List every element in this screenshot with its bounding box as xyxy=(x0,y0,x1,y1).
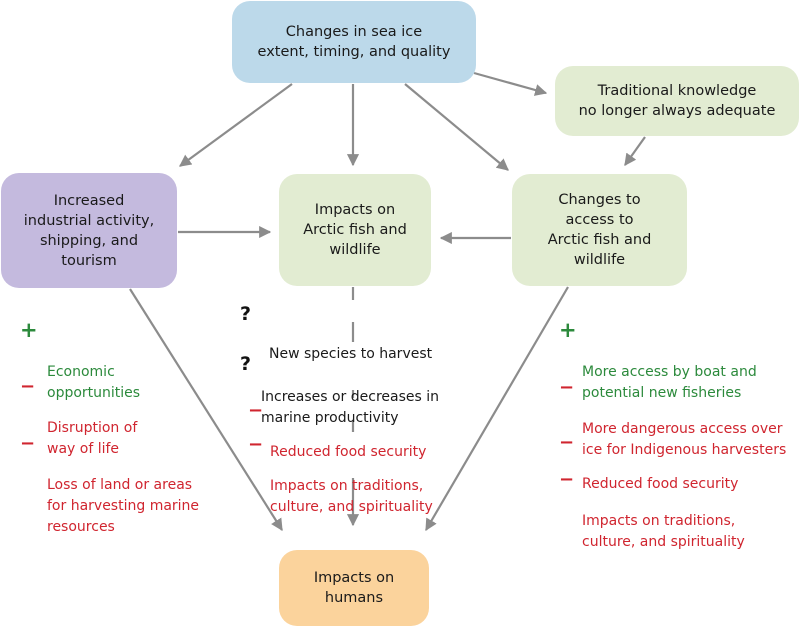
left-effect-2: − Disruption of way of life xyxy=(20,376,190,481)
arrow-traditional-to-access xyxy=(624,136,646,166)
arrow-sea-to-traditional xyxy=(473,71,548,96)
question-icon: ? xyxy=(240,303,252,325)
effect-text: Reduced food security xyxy=(582,476,739,492)
plus-icon: + xyxy=(20,318,38,342)
node-industrial-activity: Increased industrial activity, shipping,… xyxy=(1,173,177,288)
minus-icon: − xyxy=(559,469,575,490)
minus-icon: − xyxy=(20,376,36,397)
right-effect-4: − Impacts on traditions, culture, and sp… xyxy=(559,469,799,574)
effect-text: Disruption of way of life xyxy=(47,420,138,457)
node-sea-ice-changes: Changes in sea ice extent, timing, and q… xyxy=(232,1,476,83)
node-impacts-humans: Impacts on humans xyxy=(279,550,429,626)
middle-effect-1: ? New species to harvest xyxy=(240,302,460,386)
minus-icon: − xyxy=(20,433,36,454)
middle-effect-4: − Impacts on traditions, culture, and sp… xyxy=(248,434,458,539)
left-effect-3: − Loss of land or areas for harvesting m… xyxy=(20,433,210,559)
effect-text: More access by boat and potential new fi… xyxy=(582,364,757,401)
effect-text: Impacts on traditions, culture, and spir… xyxy=(270,478,433,515)
arrow-industrial-to-humans xyxy=(129,288,283,532)
arrow-sea-to-access xyxy=(404,83,509,171)
minus-icon: − xyxy=(559,377,575,398)
middle-effect-2: ? Increases or decreases in marine produ… xyxy=(240,345,460,450)
node-access-changes: Changes to access to Arctic fish and wil… xyxy=(512,174,687,286)
node-impacts-fish-wildlife: Impacts on Arctic fish and wildlife xyxy=(279,174,431,286)
question-icon: ? xyxy=(240,353,252,375)
arrow-access-to-humans xyxy=(425,286,569,532)
effect-text: More dangerous access over ice for Indig… xyxy=(582,421,787,458)
plus-icon: + xyxy=(559,318,577,342)
effect-text: New species to harvest xyxy=(269,346,433,362)
effect-text: Reduced food security xyxy=(270,444,427,460)
effect-text: Economic opportunities xyxy=(47,364,141,401)
minus-icon: − xyxy=(559,432,575,453)
minus-icon: − xyxy=(248,434,264,455)
middle-effect-3: − Reduced food security xyxy=(248,400,458,484)
effect-text: Impacts on traditions, culture, and spir… xyxy=(582,513,745,550)
right-effect-1: + More access by boat and potential new … xyxy=(559,320,799,425)
effect-text: Loss of land or areas for harvesting mar… xyxy=(47,477,200,535)
node-traditional-knowledge: Traditional knowledge no longer always a… xyxy=(555,66,799,136)
minus-icon: − xyxy=(248,400,264,421)
effect-text: Increases or decreases in marine product… xyxy=(261,389,440,426)
left-effect-1: + Economic opportunities xyxy=(20,320,190,425)
arrow-sea-to-industrial xyxy=(179,83,293,167)
right-effect-3: − Reduced food security xyxy=(559,432,799,516)
right-effect-2: − More dangerous access over ice for Ind… xyxy=(559,377,799,482)
